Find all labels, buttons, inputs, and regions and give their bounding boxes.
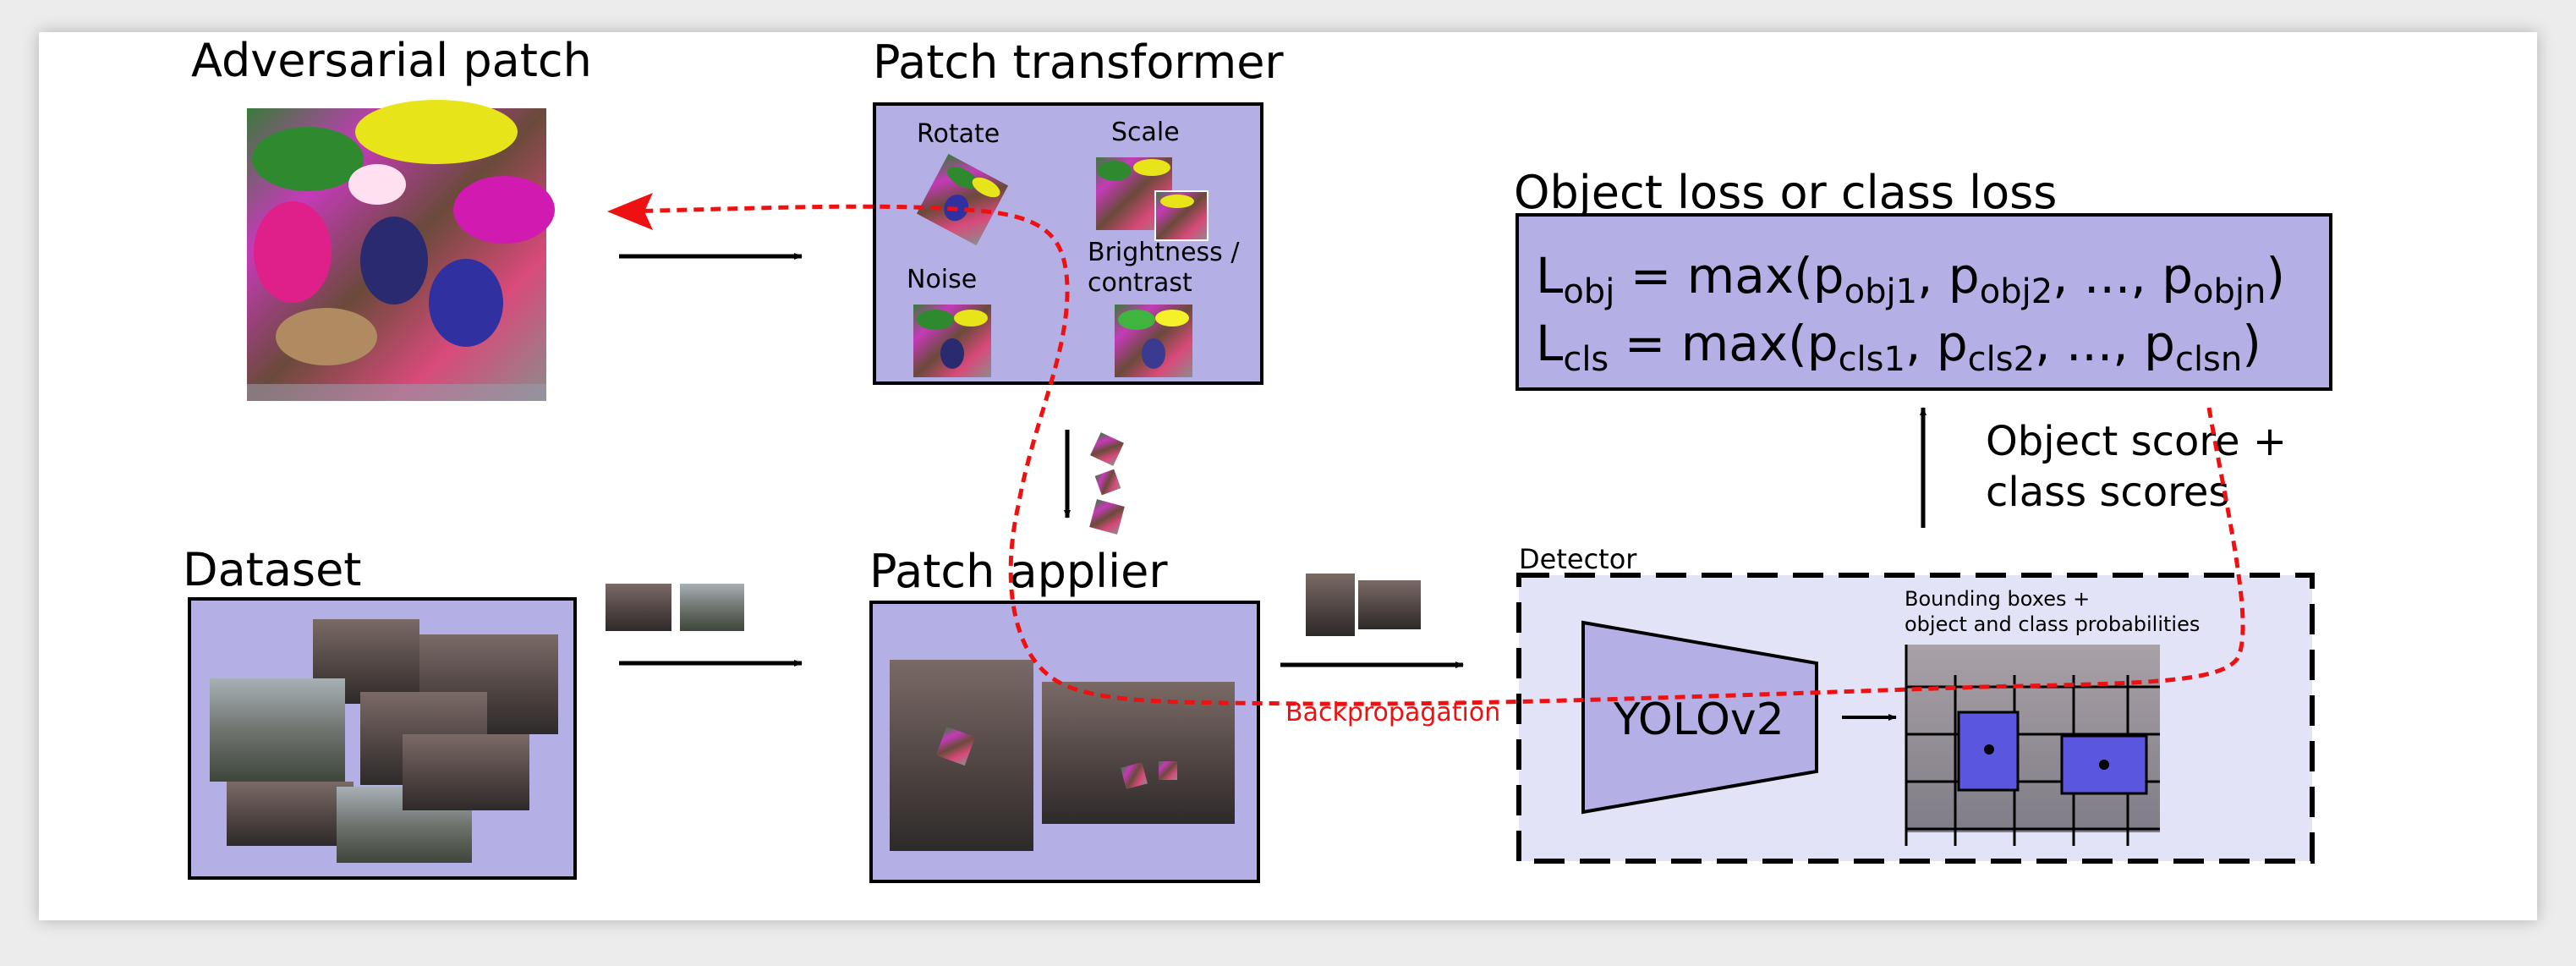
loss-obj-s2: obj2 [1980, 272, 2053, 311]
backpropagation-label: Backpropagation [1285, 698, 1500, 727]
loss-cls-t2: , ..., p [2035, 315, 2175, 372]
scores-label-line1: Object score + [1986, 418, 2287, 465]
op-noise-label: Noise [907, 265, 977, 294]
loss-obj-end: ) [2266, 247, 2285, 305]
detector-title: Detector [1519, 543, 1637, 575]
brightness-thumbnail [1115, 305, 1192, 377]
loss-cls-lhs: L [1536, 315, 1563, 372]
loss-obj-t1: , p [1917, 247, 1980, 305]
loss-obj-t2: , ..., p [2053, 247, 2193, 305]
op-scale-label: Scale [1111, 118, 1180, 147]
dataset-title: Dataset [183, 543, 361, 596]
loss-obj-eq: = max(p [1614, 247, 1844, 305]
loss-cls-end: ) [2242, 315, 2261, 372]
backpropagation-arrowhead [607, 193, 653, 230]
op-rotate-label: Rotate [917, 119, 1000, 149]
loss-cls-eq: = max(p [1609, 315, 1838, 372]
loss-obj-s1: obj1 [1844, 272, 1917, 311]
bounding-box-2 [2060, 734, 2148, 795]
dataset-images [210, 619, 558, 863]
loss-obj-lhs: L [1536, 247, 1563, 305]
loss-obj-s3: objn [2193, 272, 2266, 311]
loss-title: Object loss or class loss [1514, 166, 2057, 219]
patched-images [890, 660, 1235, 851]
applier-output-thumbnails [1306, 574, 1421, 636]
op-brightness-label: Brightness / [1088, 238, 1240, 267]
scale-thumbnail [1096, 157, 1209, 241]
patch-transformer-title: Patch transformer [873, 36, 1284, 89]
figure-card: Adversarial patch Patch transformer Rota… [39, 32, 2537, 920]
op-contrast-label-text: contrast [1088, 268, 1192, 298]
loss-cls-s1: cls1 [1839, 340, 1905, 379]
loss-cls-s3: clsn [2175, 340, 2242, 379]
adversarial-patch-title: Adversarial patch [191, 34, 592, 87]
pipeline-diagram: Adversarial patch Patch transformer Rota… [183, 34, 2332, 883]
scores-label-line2: class scores [1986, 469, 2229, 516]
loss-box [1515, 213, 2332, 391]
loss-obj-formula: Lobj = max(pobj1, pobj2, ..., pobjn) [1536, 247, 2285, 311]
loss-cls-t1: , p [1905, 315, 1968, 372]
transformed-patches-icons [1089, 432, 1125, 535]
adversarial-patch-image [247, 100, 555, 401]
bounding-box-1 [1957, 711, 2020, 792]
noise-thumbnail [913, 305, 991, 377]
loss-cls-formula: Lcls = max(pcls1, pcls2, ..., pclsn) [1536, 315, 2261, 379]
patch-applier-title: Patch applier [869, 545, 1168, 598]
backpropagation-path [613, 204, 2245, 706]
yolov2-network [1581, 620, 1818, 815]
detector-output-line1: Bounding boxes + [1905, 587, 2090, 611]
yolov2-label: YOLOv2 [1613, 694, 1784, 745]
loss-cls-lhs-sub: cls [1563, 340, 1609, 379]
loss-cls-s2: cls2 [1968, 340, 2035, 379]
dataset-sample-thumbnails [606, 584, 744, 631]
detector-output-line2: object and class probabilities [1905, 612, 2200, 636]
loss-obj-lhs-sub: obj [1563, 272, 1614, 311]
rotate-thumbnail [916, 153, 1009, 246]
